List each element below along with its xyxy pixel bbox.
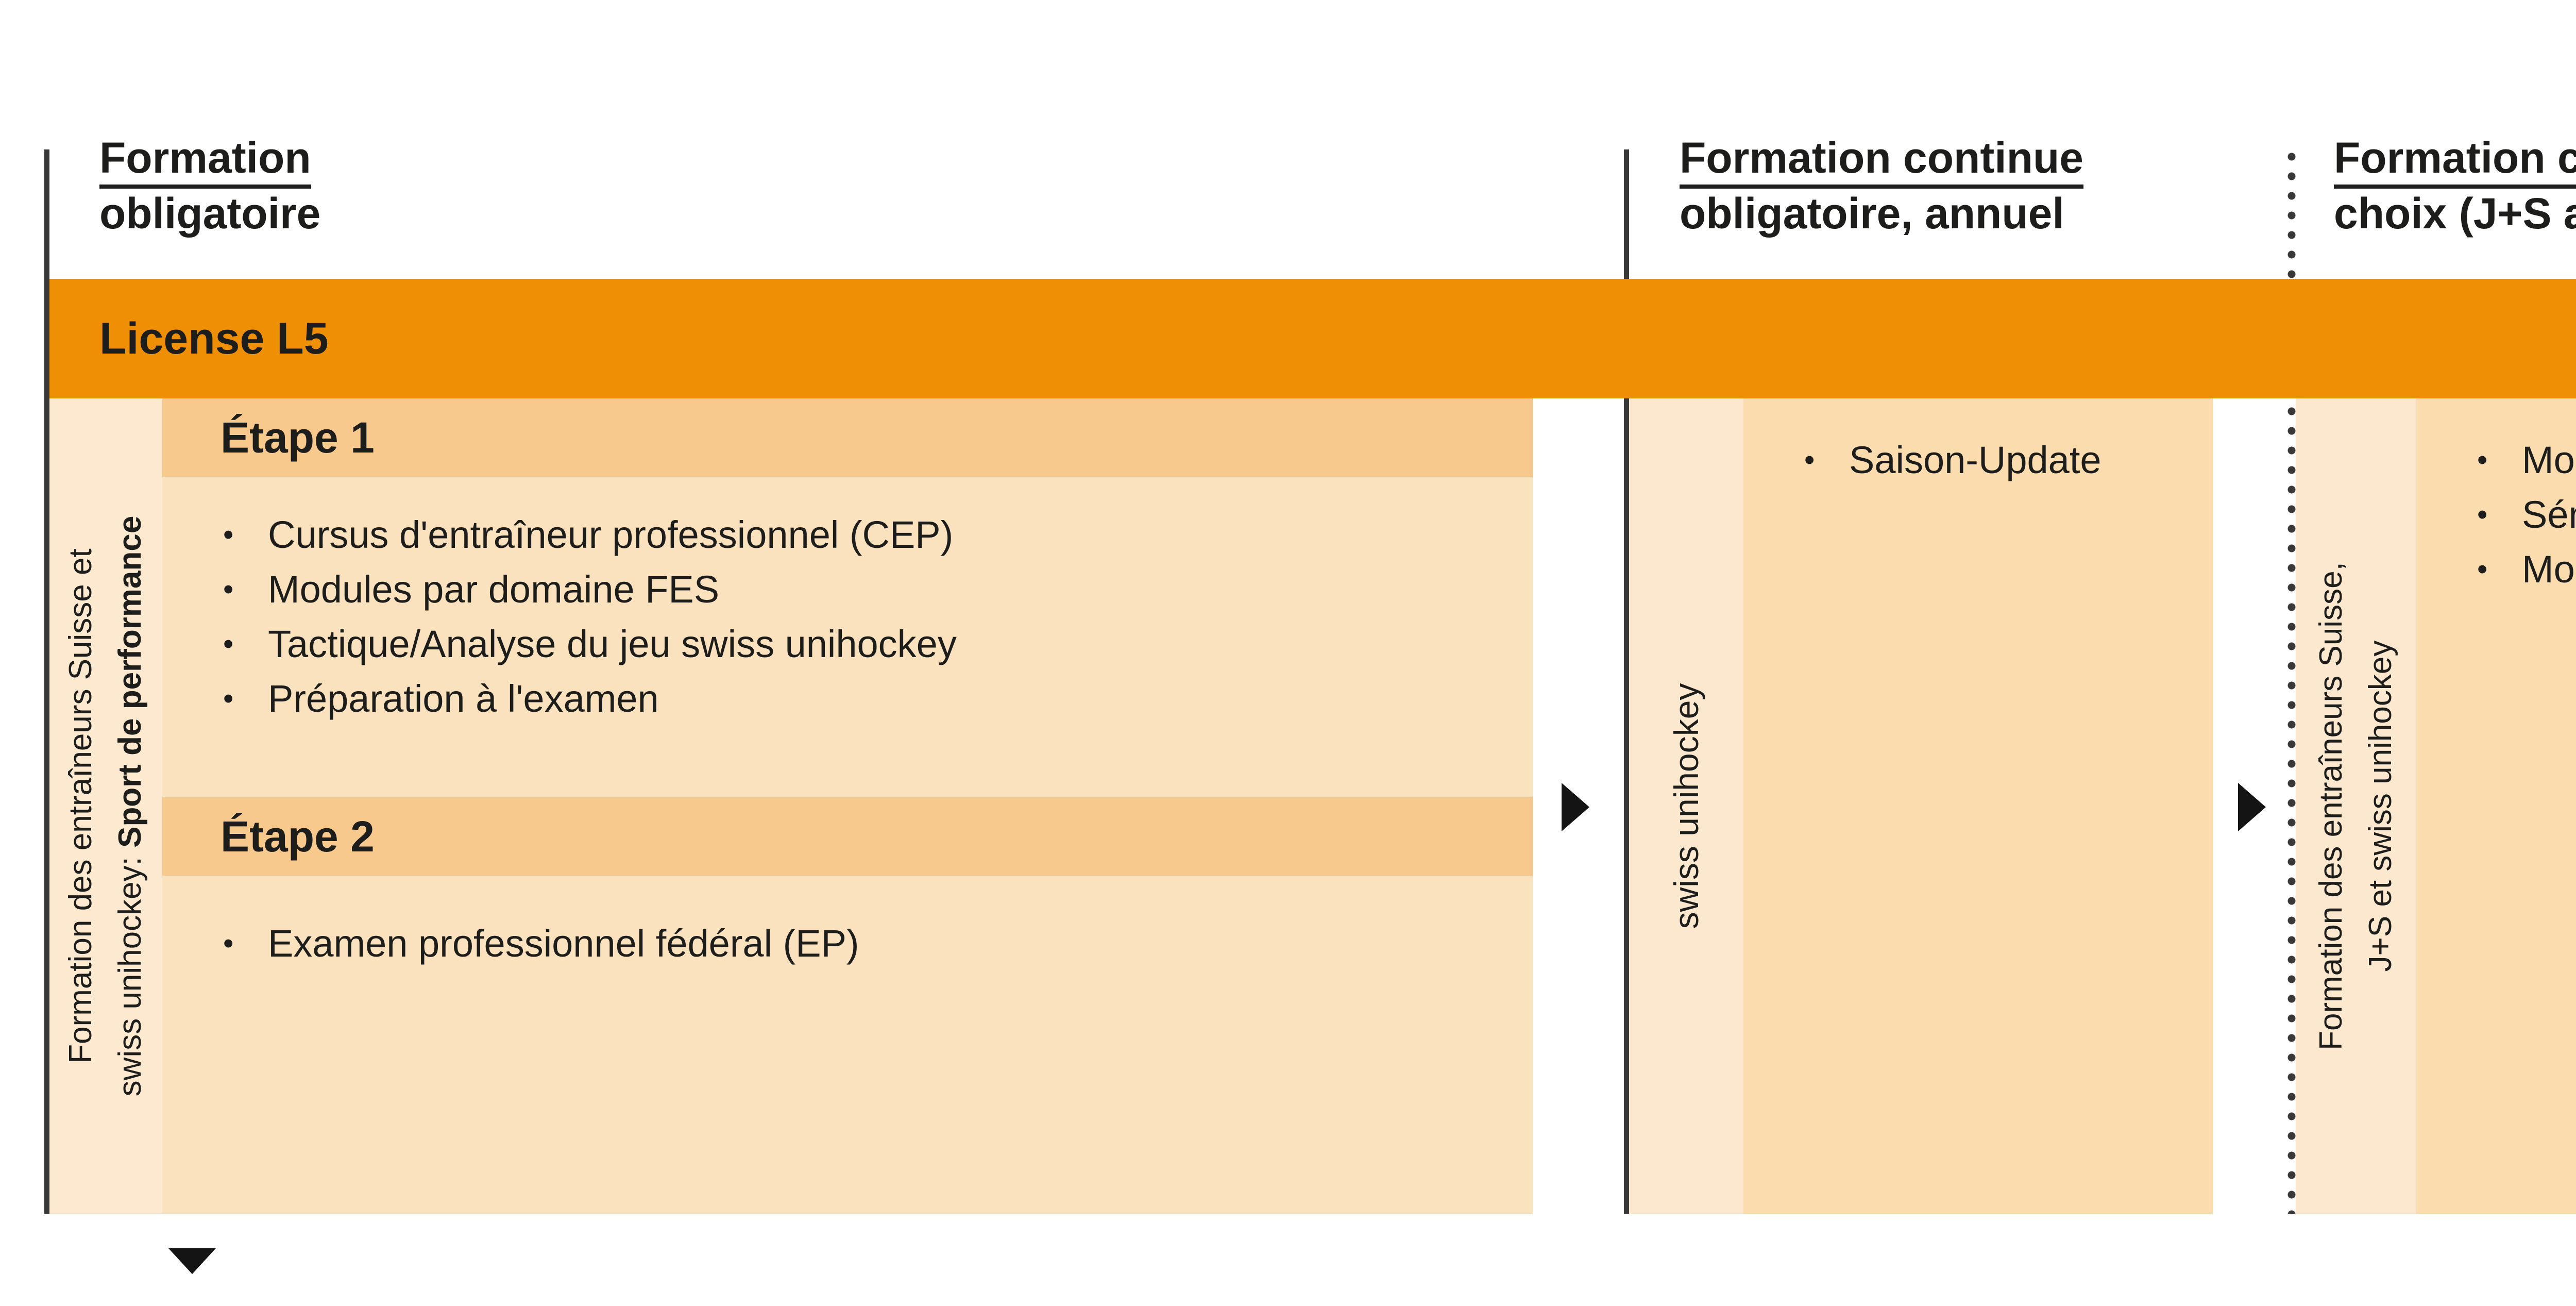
middle-header-line2: obligatoire, annuel — [1680, 189, 2064, 238]
list-item: • Préparation à l'examen — [162, 672, 1481, 726]
license-bar: License L5 — [49, 279, 2576, 398]
right-side-label-column — [2296, 398, 2416, 1214]
middle-section-divider-line — [1624, 149, 1629, 1214]
left-vertical-side-label: Formation des entraîneurs Suisse et swis… — [56, 516, 155, 1097]
left-side-label-bold-part: Sport de performance — [112, 515, 148, 848]
left-section-divider-line — [44, 149, 49, 1214]
left-header-line1: Formation — [99, 133, 311, 189]
middle-side-label-line1: swiss unihockey — [1667, 683, 1705, 929]
bullet-icon: • — [223, 682, 234, 715]
middle-vertical-side-label: swiss unihockey — [1662, 683, 1711, 929]
bullet-icon: • — [1804, 443, 1815, 477]
left-side-label-line1: Formation des entraîneurs Suisse et — [63, 548, 98, 1064]
arrow-down-icon — [168, 1248, 216, 1274]
arrow-right-icon — [1562, 783, 1589, 831]
list-item: • Modules Formation continue J+S — [2416, 542, 2576, 597]
right-header-line1: Formation continue — [2334, 133, 2576, 189]
list-item-label: Modules Formation continue J+S — [2522, 548, 2576, 591]
bullet-icon: • — [223, 927, 234, 960]
license-label: License L5 — [99, 313, 329, 363]
list-item: • Tactique/Analyse du jeu swiss unihockey — [162, 617, 1481, 672]
list-item-label: Modules par domaine FES — [268, 568, 720, 611]
right-section-header: Formation continue choix (J+S au moins t… — [2334, 130, 2576, 241]
right-side-label-line1: Formation des entraîneurs Suisse, — [2313, 562, 2349, 1050]
middle-content-column — [1743, 398, 2213, 1214]
middle-item-list: • Saison-Update — [1743, 433, 2207, 488]
list-item: • Cursus d'entraîneur professionnel (CEP) — [162, 508, 1481, 562]
etape2-title: Étape 2 — [221, 812, 375, 861]
list-item-label: Séminaires / JEM — [2522, 493, 2576, 536]
left-section-header: Formation obligatoire — [99, 130, 320, 241]
etape1-band: Étape 1 — [162, 398, 1533, 477]
list-item-label: Cursus d'entraîneur professionnel (CEP) — [268, 513, 954, 556]
list-item: • Saison-Update — [1743, 433, 2207, 488]
etape2-item-list: • Examen professionnel fédéral (EP) — [162, 916, 1481, 971]
etape2-band: Étape 2 — [162, 797, 1533, 876]
etape1-title: Étape 1 — [221, 413, 375, 462]
list-item-label: Tactique/Analyse du jeu swiss unihockey — [268, 623, 957, 665]
right-section-dotted-divider-line — [2287, 149, 2296, 1214]
middle-header-line1: Formation continue — [1680, 133, 2083, 189]
right-side-label-line2: J+S et swiss unihockey — [2363, 640, 2398, 972]
list-item-label: Examen professionnel fédéral (EP) — [268, 922, 859, 965]
bullet-icon: • — [223, 518, 234, 551]
right-item-list: • Modules par domaine FES • Séminaires / JE… — [2416, 433, 2576, 597]
list-item: • Examen professionnel fédéral (EP) — [162, 916, 1481, 971]
list-item: • Modules par domaine FES — [2416, 433, 2576, 488]
bullet-icon: • — [223, 573, 234, 606]
arrow-right-icon — [2238, 783, 2266, 831]
list-item: • Séminaires / JEM — [2416, 488, 2576, 542]
list-item-label: Saison-Update — [1849, 439, 2102, 481]
right-header-line2: choix (J+S au moins tous les 2 ans) — [2334, 189, 2576, 238]
list-item-label: Préparation à l'examen — [268, 677, 659, 720]
right-vertical-side-label: Formation des entraîneurs Suisse, J+S et… — [2307, 562, 2405, 1050]
left-header-line2: obligatoire — [99, 189, 321, 238]
left-side-label-column — [49, 398, 162, 1214]
bullet-icon: • — [2477, 498, 2488, 531]
bullet-icon: • — [2477, 552, 2488, 586]
middle-side-label-column — [1629, 398, 1743, 1214]
middle-section-header: Formation continue obligatoire, annuel — [1680, 130, 2083, 241]
right-content-column — [2416, 398, 2576, 1214]
etape1-item-list: • Cursus d'entraîneur professionnel (CEP)… — [162, 508, 1481, 726]
bullet-icon: • — [223, 627, 234, 661]
bullet-icon: • — [2477, 443, 2488, 477]
left-side-label-line2: swiss unihockey: Sport de performance — [112, 515, 148, 1097]
list-item: • Modules par domaine FES — [162, 562, 1481, 617]
list-item-label: Modules par domaine FES — [2522, 439, 2576, 481]
